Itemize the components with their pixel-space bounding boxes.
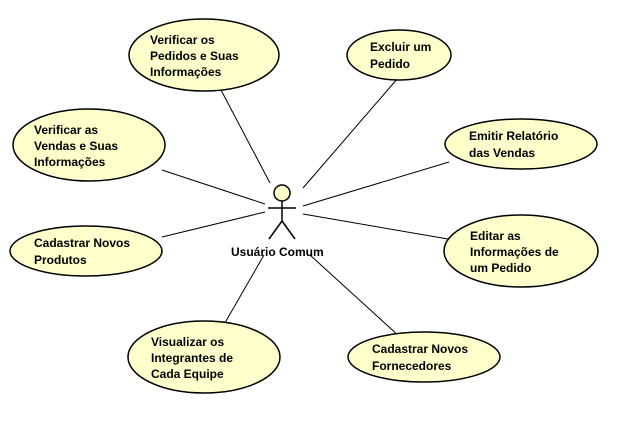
use-case-verificar-vendas[interactable]: Verificar as Vendas e Suas Informações xyxy=(12,108,166,182)
use-case-ellipse xyxy=(12,108,166,182)
actor-stick-figure-icon xyxy=(268,184,296,240)
use-case-visualizar-equipe[interactable]: Visualizar os Integrantes de Cada Equipe xyxy=(127,320,281,394)
associations xyxy=(161,77,450,338)
use-case-emitir-relatorio[interactable]: Emitir Relatório das Vendas xyxy=(444,118,598,170)
use-case-label: Cadastrar Novos xyxy=(34,236,130,250)
use-case-ellipse xyxy=(128,18,280,92)
use-case-label: Cadastrar Novos xyxy=(372,342,468,356)
assoc-cadastrar-fornecedores xyxy=(309,254,401,338)
use-case-label: Integrantes de xyxy=(151,351,233,365)
actor-usuario-comum[interactable]: Usuário Comum xyxy=(231,184,324,259)
use-case-excluir-pedido[interactable]: Excluir um Pedido xyxy=(346,29,452,81)
use-case-ellipse xyxy=(347,331,501,383)
assoc-visualizar-equipe xyxy=(221,254,265,329)
use-case-ellipse xyxy=(127,320,281,394)
use-case-label: Produtos xyxy=(34,253,87,267)
use-case-verificar-pedidos[interactable]: Verificar os Pedidos e Suas Informações xyxy=(128,18,280,92)
use-case-label: Pedidos e Suas xyxy=(150,49,239,63)
use-case-label: Vendas e Suas xyxy=(34,139,118,153)
use-case-label: Pedido xyxy=(370,57,410,71)
use-case-ellipse xyxy=(444,118,598,170)
use-case-label: Informações xyxy=(34,155,106,169)
assoc-emitir-relatorio xyxy=(302,161,450,207)
use-case-label: Visualizar os xyxy=(151,335,224,349)
use-case-label: Verificar os xyxy=(150,33,215,47)
use-case-label: Editar as xyxy=(470,229,521,243)
use-case-label: Verificar as xyxy=(34,123,98,137)
assoc-verificar-vendas xyxy=(161,169,266,205)
use-case-label: Cada Equipe xyxy=(151,367,224,381)
use-case-label: Informações de xyxy=(470,245,559,259)
use-case-label: das Vendas xyxy=(469,146,535,160)
use-case-label: Informações xyxy=(150,65,222,79)
actor-label: Usuário Comum xyxy=(231,245,324,259)
use-case-label: Emitir Relatório xyxy=(469,129,558,143)
assoc-verificar-pedidos xyxy=(220,89,271,184)
assoc-excluir-pedido xyxy=(302,77,399,189)
use-case-ellipse xyxy=(346,29,452,81)
use-case-editar-pedido[interactable]: Editar as Informações de um Pedido xyxy=(443,214,599,288)
use-case-label: Fornecedores xyxy=(372,359,452,373)
use-case-ellipse xyxy=(443,214,599,288)
use-case-cadastrar-fornecedores[interactable]: Cadastrar Novos Fornecedores xyxy=(347,331,501,383)
assoc-editar-pedido xyxy=(302,213,449,240)
use-case-ellipse xyxy=(9,225,163,277)
use-case-cadastrar-produtos[interactable]: Cadastrar Novos Produtos xyxy=(9,225,163,277)
use-case-label: Excluir um xyxy=(370,40,431,54)
use-case-label: um Pedido xyxy=(470,261,531,275)
assoc-cadastrar-produtos xyxy=(161,211,266,238)
